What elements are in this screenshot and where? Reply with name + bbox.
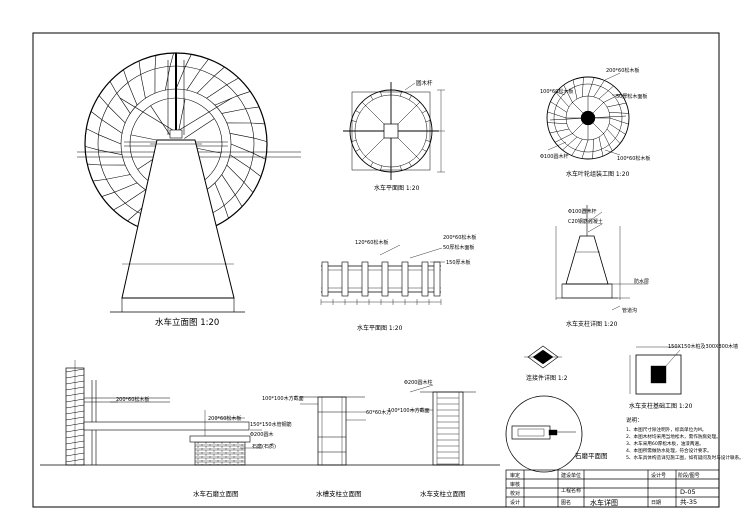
mill-label-1: 200*60松木板 — [116, 396, 149, 403]
flume-label-1: 100*100木方截面 — [262, 395, 304, 402]
wheel-support-label-1: Φ200圆木柱 — [404, 379, 432, 386]
connector-detail-drawing — [524, 345, 562, 369]
wheel-detail-drawing — [546, 72, 630, 160]
detail-label-right: 50厚松木面板 — [616, 93, 647, 100]
wheel-plan-drawing — [343, 82, 445, 180]
mill-label-5: Φ200圆木 — [250, 431, 273, 438]
trough-plan-drawing — [320, 244, 445, 305]
tb-date-label: 日期 — [651, 500, 661, 506]
notes-title: 说明： — [626, 416, 643, 424]
caption-wheel-plan: 水车平面图 1:20 — [374, 184, 420, 192]
tb-sheet-no: D-05 — [680, 488, 696, 496]
tb-subproject-label: 工程名称 — [561, 487, 581, 494]
base-label: 150X150木桩及300X300木墙 — [668, 343, 738, 350]
wheel-support-drawing — [409, 384, 476, 466]
support-detail-drawing — [555, 205, 648, 311]
trough-label-1: 120*60松木板 — [355, 239, 388, 246]
sheet-border — [32, 32, 720, 508]
caption-flume-support: 水槽支柱立面图 — [316, 489, 362, 498]
caption-waterwheel-elevation: 水车立面图 1:20 — [155, 317, 219, 328]
support-label-1: Φ100圆木杆 — [568, 208, 596, 215]
note-line: 4、本图所需做防水处理，符合设计要求。 — [626, 447, 712, 454]
detail-label-br: 100*60松木板 — [617, 155, 650, 162]
tb-sheet-total: 共-35 — [680, 497, 697, 506]
tb-row1: 审定 — [510, 472, 520, 479]
caption-mill-elevation: 水车石磨立面图 — [193, 489, 239, 498]
tb-row3: 校对 — [510, 490, 520, 497]
note-line: 2、本图木材均采用当地松木，需作防腐处理。 — [626, 433, 721, 440]
trough-label-4: 150厚木板 — [446, 259, 471, 266]
caption-trough-plan: 水车平面图 1:20 — [357, 324, 403, 332]
tb-design-no-label: 设计号 — [651, 472, 666, 479]
note-line: 1、本图尺寸除注明外，标高单位为M。 — [626, 426, 706, 433]
tb-stage-label: 阶段/图号 — [678, 472, 700, 479]
tb-row2: 审核 — [510, 481, 520, 488]
mill-elevation-drawing — [65, 360, 262, 466]
mill-label-4: 石磨(石质) — [252, 443, 276, 450]
trough-label-2: 200*60松木板 — [443, 234, 476, 241]
notes-list: 1、本图尺寸除注明外，标高单位为M。2、本图木材均采用当地松木，需作防腐处理。3… — [626, 426, 744, 461]
flume-support-drawing — [300, 396, 366, 466]
support-label-4: 管道沟 — [622, 307, 637, 314]
tb-row4: 设计 — [510, 499, 520, 506]
caption-support-detail: 水车支柱详图 1:20 — [566, 320, 618, 328]
flume-label-2: 60*60木方 — [366, 409, 391, 416]
caption-millstone-plan: 石磨平面图 — [575, 451, 608, 460]
note-line: 5、水车具体构造详见施工图，如有疑问及时与设计联系。 — [626, 454, 744, 461]
wheel-support-label-2: 100*100木方截面 — [388, 407, 430, 414]
tb-drawing-name: 水车详图 — [590, 498, 618, 507]
detail-label-top: 200*60松木板 — [606, 67, 639, 74]
waterwheel-elevation — [77, 52, 301, 313]
tb-project-label: 建设单位 — [561, 472, 581, 479]
mill-label-3: 150*150水管钢筋 — [250, 421, 292, 428]
support-label-3: 防水层 — [634, 278, 649, 285]
support-label-2: C20钢筋混凝土 — [568, 218, 603, 225]
mill-label-2: 200*60松木板 — [208, 415, 241, 422]
detail-label-left: 100*60松木板 — [540, 88, 573, 95]
base-detail-drawing — [629, 346, 682, 395]
title-block — [505, 469, 720, 508]
millstone-plan-drawing — [505, 395, 583, 473]
tb-drawing-label: 图名 — [561, 499, 571, 506]
caption-wheel-support: 水车支柱立面图 — [420, 489, 466, 498]
plan-label: 圆木杆 — [416, 79, 433, 87]
caption-wheel-detail: 水车叶轮组装工图 1:20 — [566, 170, 630, 178]
note-line: 3、木车采用60厚松木板，油漆两遍。 — [626, 440, 704, 447]
detail-label-bl: Φ100圆木杆 — [540, 153, 568, 160]
trough-label-3: 50厚松木面板 — [443, 244, 474, 251]
caption-connector-detail: 连接件详图 1:2 — [526, 374, 568, 382]
caption-base-detail: 水车支柱基础工图 1:20 — [629, 402, 693, 410]
